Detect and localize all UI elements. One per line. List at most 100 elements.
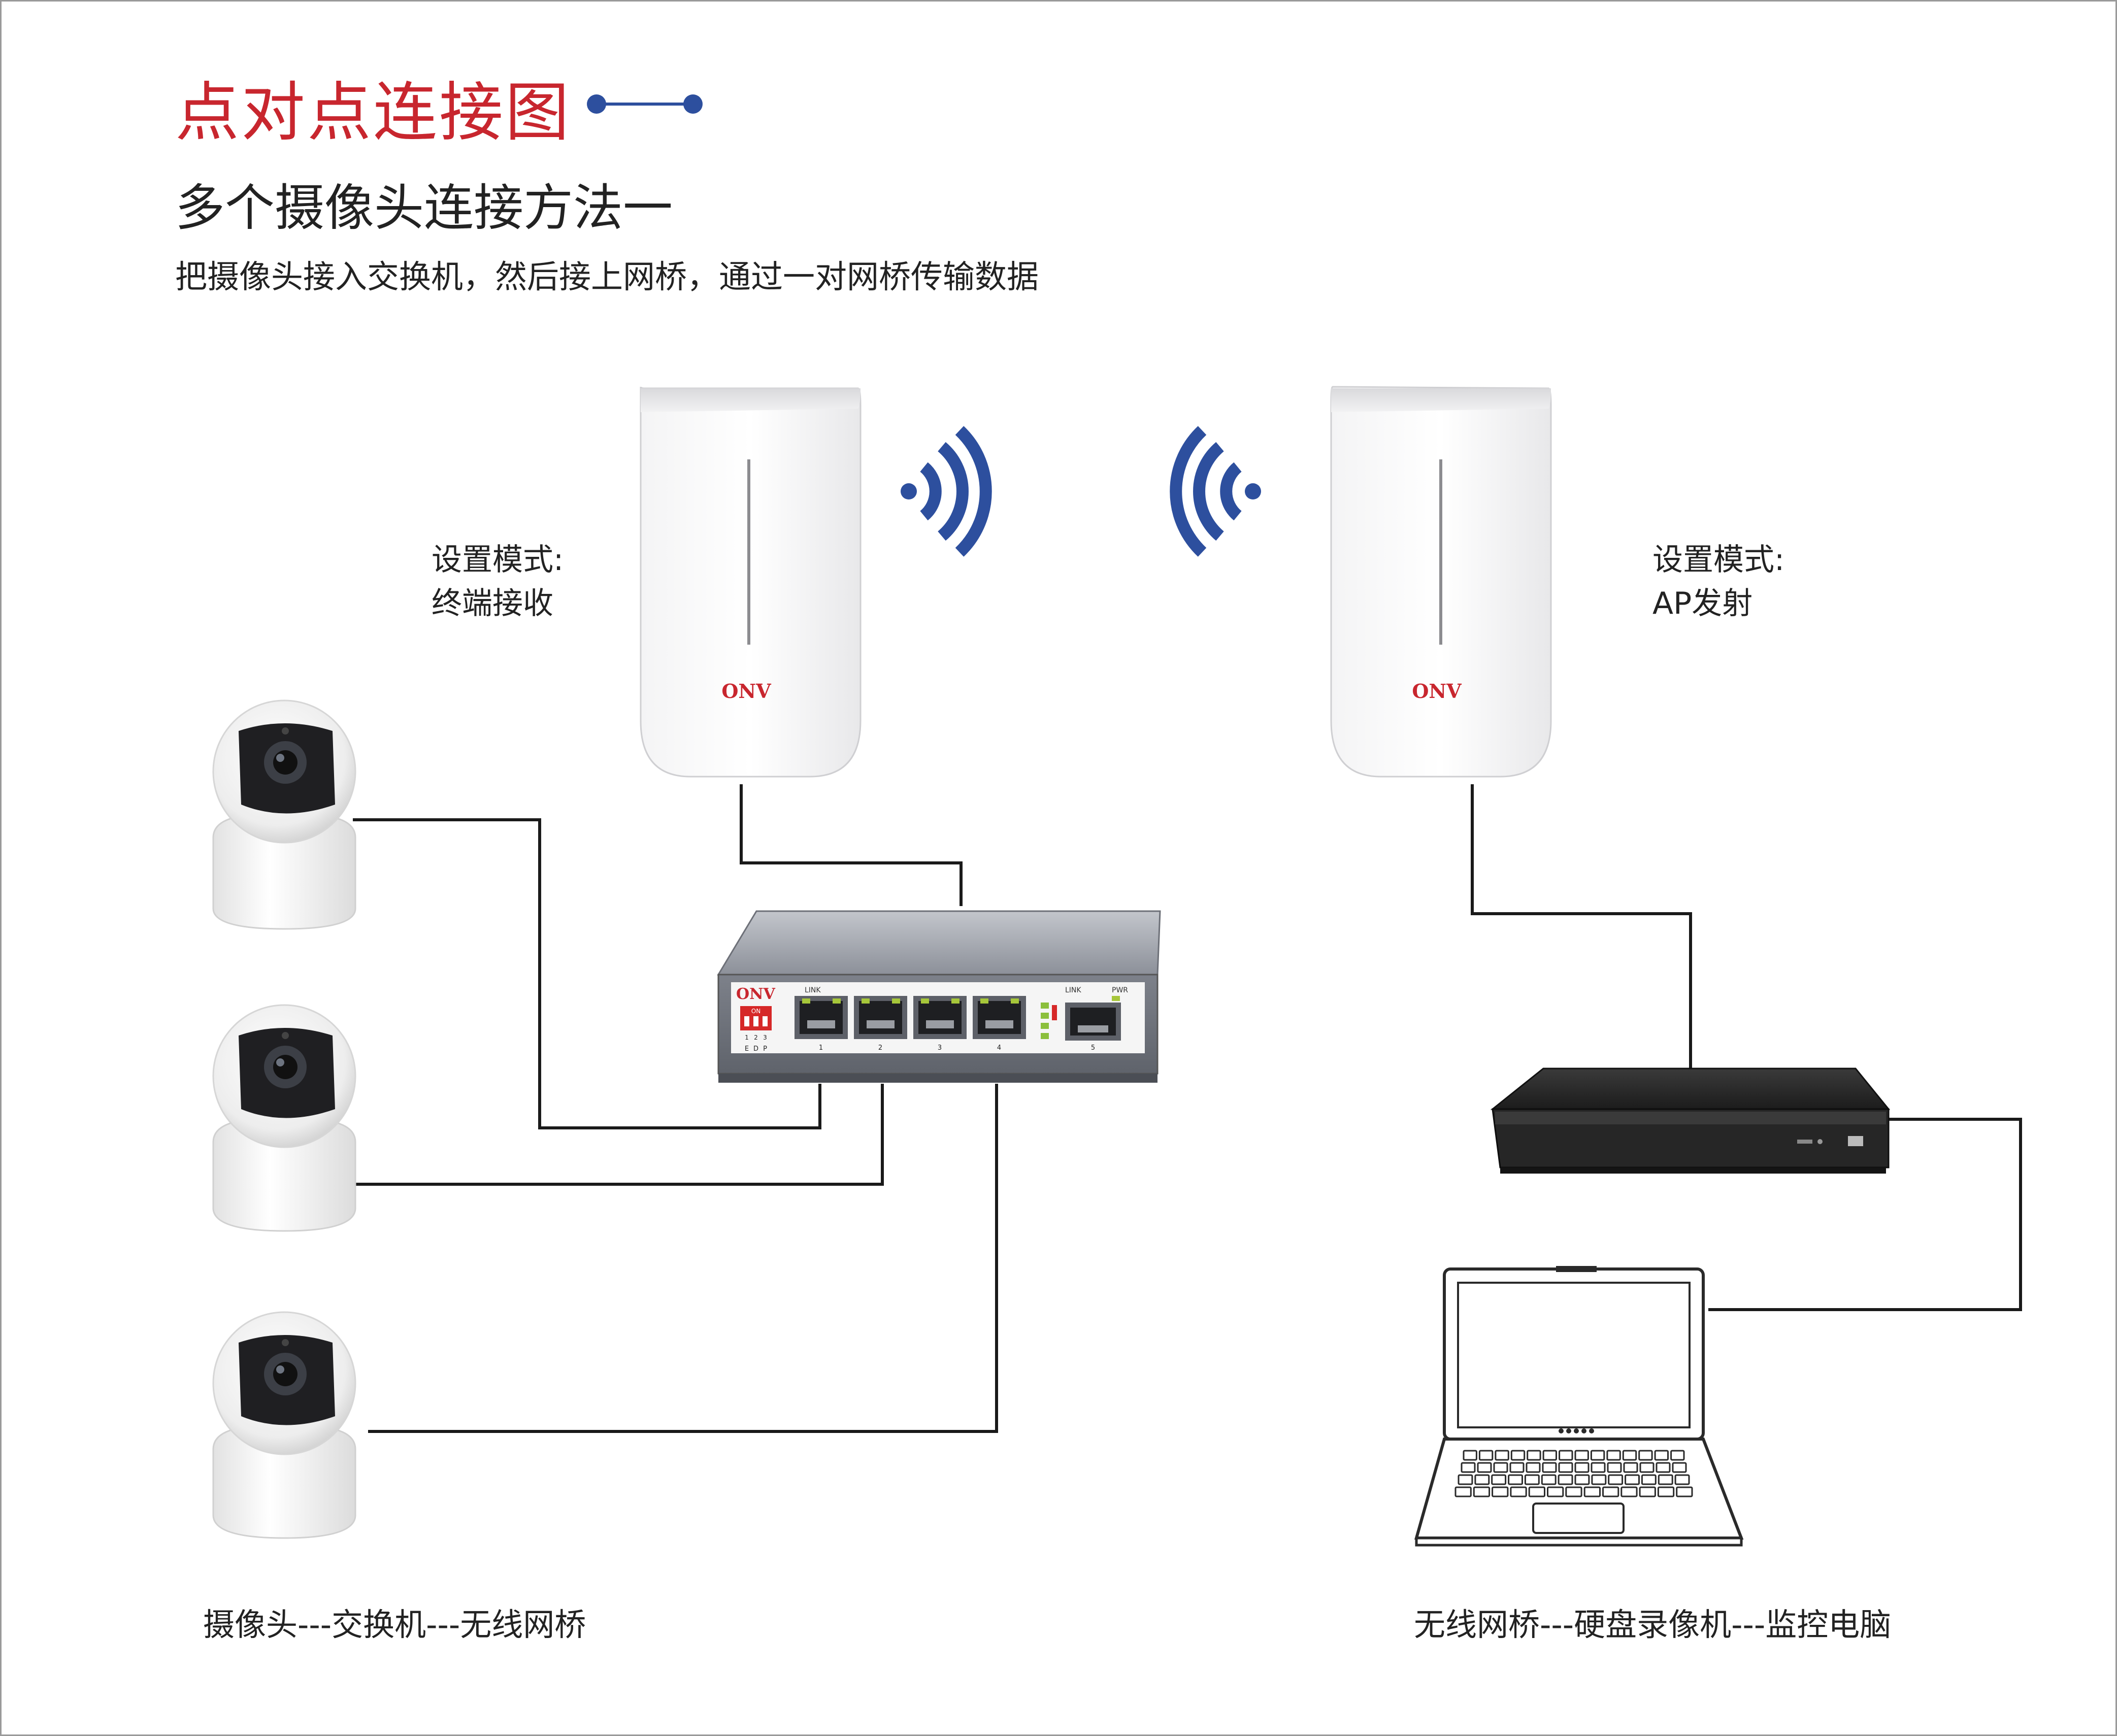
dip-letter-p: P: [763, 1045, 767, 1053]
keyboard-key: [1558, 1462, 1573, 1473]
hinge-dots: [1559, 1428, 1594, 1433]
keyboard-key: [1574, 1450, 1589, 1461]
dip-number-2: 2: [754, 1034, 758, 1041]
ethernet-port-5: [1065, 1003, 1121, 1041]
cables: [353, 784, 2022, 1433]
keyboard-key: [1474, 1474, 1490, 1485]
keyboard-key: [1508, 1474, 1524, 1485]
keyboard-key: [1510, 1486, 1527, 1497]
keyboard-key: [1602, 1486, 1619, 1497]
keyboard-key: [1622, 1450, 1637, 1461]
dip-on-label: ON: [751, 1008, 760, 1015]
nvr-recorder: [1490, 1067, 1891, 1174]
keyboard-key: [1623, 1462, 1638, 1473]
keyboard-key: [1639, 1486, 1656, 1497]
keyboard-key: [1638, 1450, 1653, 1461]
keyboard-key: [1676, 1486, 1693, 1497]
right-bridge-mode-label: 设置模式: AP发射: [1652, 538, 1784, 625]
right-mode-value: AP发射: [1652, 586, 1753, 621]
keyboard-key: [1583, 1486, 1601, 1497]
keyboard-key: [1674, 1474, 1690, 1485]
keyboard-key: [1639, 1462, 1655, 1473]
left-mode-title: 设置模式:: [432, 542, 564, 578]
ethernet-port-4: [973, 996, 1026, 1039]
cable-nvr-to-laptop: [1708, 1118, 2022, 1311]
status-leds: [1041, 1003, 1057, 1039]
cable-left-bridge-to-switch: [740, 784, 963, 906]
keyboard-key: [1658, 1474, 1673, 1485]
keyboard: [1454, 1450, 1693, 1497]
poe-switch: ONV ON 1 2 3 E D P LINK: [717, 910, 1161, 1083]
keyboard-key: [1670, 1450, 1685, 1461]
camera-2: [212, 1004, 356, 1232]
right-mode-title: 设置模式:: [1652, 542, 1785, 578]
keyboard-key: [1473, 1486, 1491, 1497]
touchpad: [1532, 1503, 1625, 1534]
left-bridge-logo: ONV: [721, 680, 772, 703]
keyboard-key: [1591, 1474, 1607, 1485]
dip-letter-d: D: [753, 1045, 758, 1053]
camera-3: [212, 1311, 356, 1539]
monitoring-laptop: [1414, 1266, 1744, 1547]
keyboard-key: [1590, 1450, 1605, 1461]
keyboard-key: [1463, 1450, 1477, 1461]
keyboard-key: [1495, 1450, 1509, 1461]
port-number-3: 3: [938, 1044, 942, 1052]
keyboard-key: [1591, 1462, 1606, 1473]
page-description: 把摄像头接入交换机，然后接上网桥，通过一对网桥传输数据: [175, 258, 1039, 295]
keyboard-key: [1458, 1474, 1473, 1485]
camera-1: [212, 699, 356, 930]
keyboard-key: [1541, 1474, 1557, 1485]
webcam-icon: [1556, 1266, 1597, 1272]
switch-logo: ONV: [736, 985, 776, 1003]
keyboard-key: [1574, 1474, 1590, 1485]
page-title: 点对点连接图: [175, 75, 571, 150]
keyboard-key: [1625, 1474, 1640, 1485]
keyboard-key: [1492, 1486, 1509, 1497]
keyboard-key: [1527, 1450, 1541, 1461]
keyboard-key: [1607, 1462, 1622, 1473]
switch-link-label: LINK: [805, 986, 821, 994]
keyboard-key: [1657, 1486, 1675, 1497]
ethernet-port-1: [795, 996, 848, 1039]
keyboard-key: [1641, 1474, 1657, 1485]
left-wireless-bridge: ONV: [640, 386, 862, 778]
keyboard-key: [1528, 1486, 1545, 1497]
keyboard-key: [1509, 1462, 1525, 1473]
keyboard-key: [1542, 1450, 1558, 1461]
keyboard-key: [1559, 1450, 1573, 1461]
keyboard-key: [1524, 1474, 1540, 1485]
cable-right-bridge-to-nvr: [1471, 784, 1692, 1069]
page-subtitle: 多个摄像头连接方法一: [175, 179, 673, 237]
keyboard-key: [1656, 1462, 1671, 1473]
keyboard-key: [1654, 1450, 1669, 1461]
keyboard-key: [1574, 1462, 1590, 1473]
keyboard-key: [1558, 1474, 1573, 1485]
keyboard-key: [1620, 1486, 1638, 1497]
left-bridge-mode-label: 设置模式: 终端接收: [432, 538, 564, 625]
dip-letter-e: E: [745, 1045, 749, 1053]
right-caption: 无线网桥---硬盘录像机---监控电脑: [1414, 1606, 1892, 1643]
cable-camera-1-to-switch: [353, 818, 821, 1129]
keyboard-key: [1526, 1462, 1541, 1473]
keyboard-key: [1477, 1462, 1492, 1473]
title-accent-icon: [587, 94, 703, 114]
keyboard-key: [1491, 1474, 1507, 1485]
keyboard-key: [1565, 1486, 1582, 1497]
pwr-label: PWR: [1112, 986, 1128, 994]
keyboard-key: [1454, 1486, 1472, 1497]
keyboard-key: [1510, 1450, 1526, 1461]
dip-number-1: 1: [745, 1034, 749, 1041]
uplink-link-label: LINK: [1065, 986, 1081, 994]
left-caption: 摄像头---交换机---无线网桥: [203, 1606, 586, 1643]
keyboard-key: [1672, 1462, 1687, 1473]
left-mode-value: 终端接收: [432, 586, 553, 621]
keyboard-key: [1478, 1450, 1494, 1461]
keyboard-key: [1547, 1486, 1564, 1497]
wifi-signal-left-icon: [1170, 426, 1261, 557]
keyboard-key: [1606, 1450, 1621, 1461]
port-number-4: 4: [997, 1044, 1001, 1052]
dip-number-3: 3: [763, 1034, 767, 1041]
